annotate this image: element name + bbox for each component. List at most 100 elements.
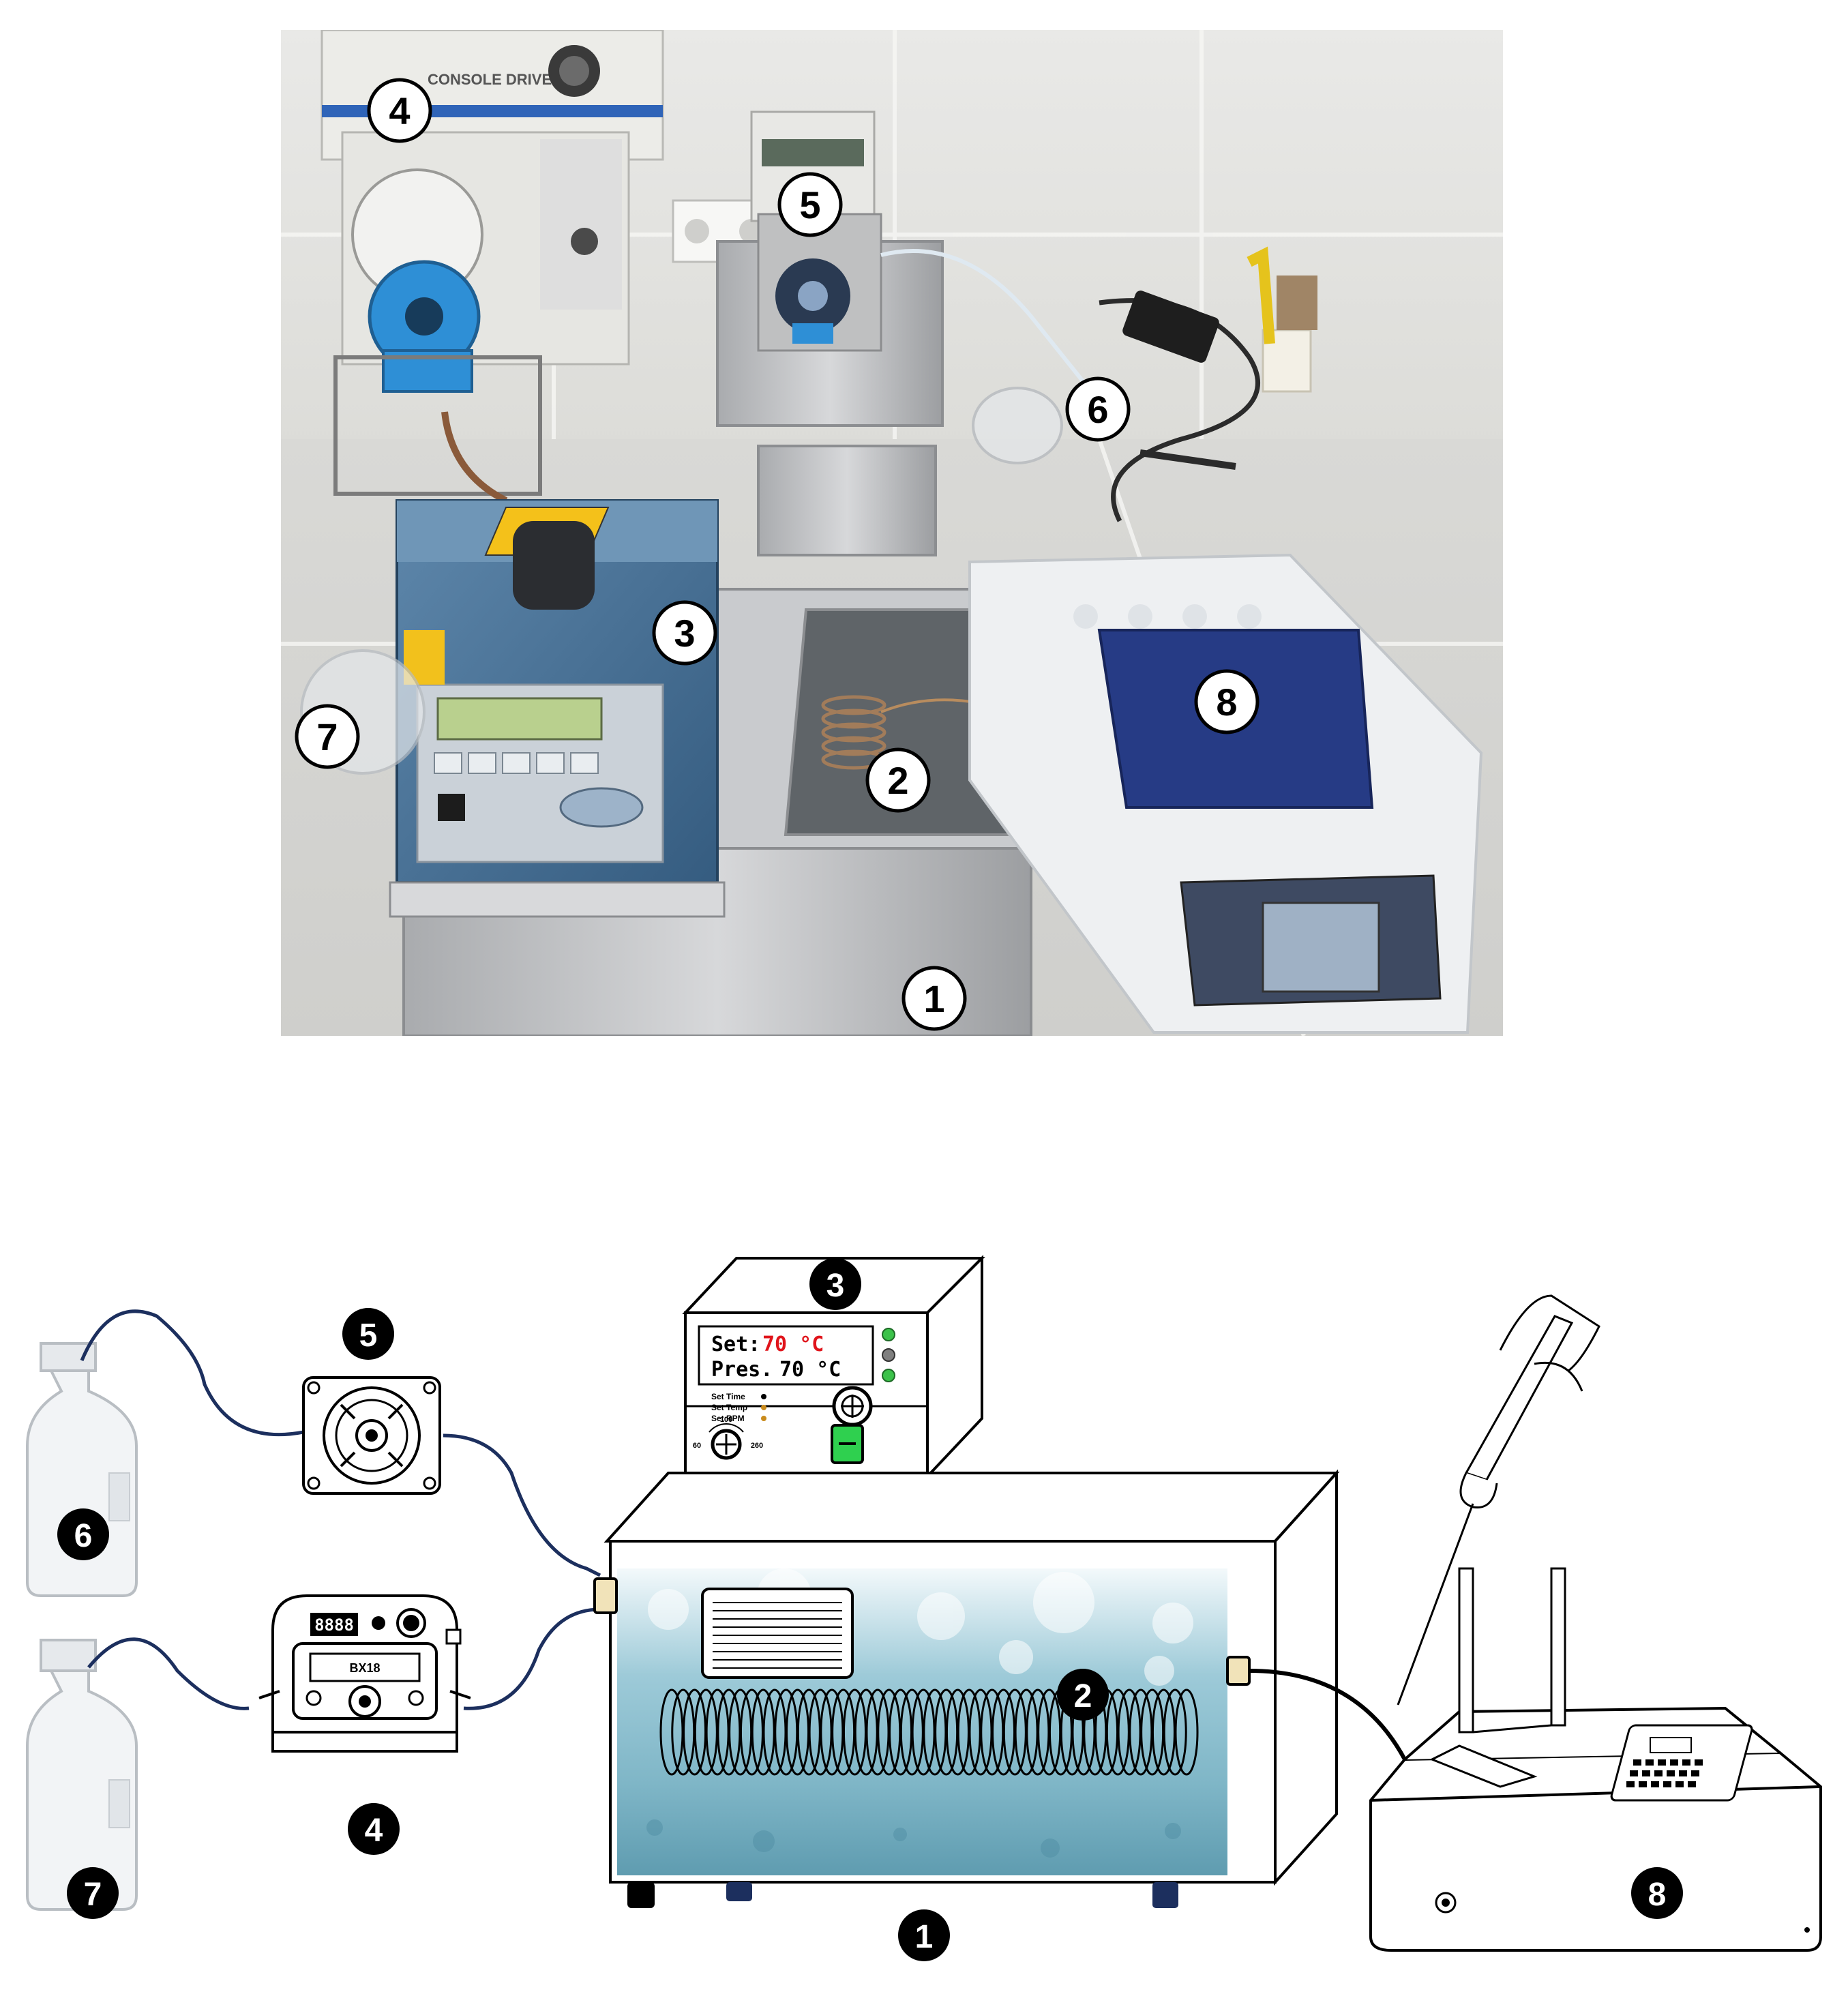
- status-led-green-1: [882, 1328, 895, 1341]
- bath-foot-2: [726, 1882, 752, 1901]
- spectrophotometer: [1369, 1567, 1822, 1952]
- coil-turn: [911, 1688, 936, 1776]
- photo-label-4: 4: [367, 78, 432, 143]
- dial-min-label: 60: [693, 1442, 701, 1450]
- bath-inlet-fitting: [593, 1577, 618, 1614]
- coil-turn: [842, 1688, 867, 1776]
- svg-text:3: 3: [826, 1268, 845, 1304]
- tube-pump5-to-bath: [443, 1433, 601, 1577]
- photo-label-5: 5: [777, 172, 843, 237]
- speed-dial[interactable]: [709, 1423, 744, 1460]
- pump-4-model: BX18: [349, 1661, 380, 1675]
- pres-label: Pres.: [711, 1358, 773, 1382]
- photo-label-8: 8: [1194, 669, 1260, 734]
- dial-max-label: 260: [751, 1442, 763, 1450]
- coil-turn: [1129, 1688, 1153, 1776]
- tube-bottle7-to-pump4: [87, 1637, 250, 1710]
- svg-text:6: 6: [74, 1518, 93, 1554]
- coil-turn: [683, 1688, 707, 1776]
- photo-pump-5: [716, 110, 1088, 556]
- coil-turn: [751, 1688, 775, 1776]
- coil-turn: [671, 1688, 696, 1776]
- photo-thermostat: [300, 499, 726, 918]
- svg-text:6: 6: [1087, 388, 1108, 431]
- schematic-label-3: 3: [809, 1258, 861, 1310]
- svg-text:5: 5: [799, 183, 820, 226]
- reaction-coil: [659, 1688, 1199, 1776]
- coil-turn: [1174, 1688, 1199, 1776]
- schematic-label-8: 8: [1631, 1867, 1683, 1919]
- option-set-temp: Set Temp: [711, 1403, 747, 1412]
- set-value: 70 °C: [762, 1333, 824, 1356]
- pump-4-brand-text: CONSOLE DRIVE: [428, 71, 552, 88]
- pump-4-peristaltic: 8888 BX18: [258, 1594, 471, 1753]
- svg-text:2: 2: [1074, 1678, 1092, 1714]
- reagent-bottle-7: [26, 1639, 138, 1911]
- coil-turn: [865, 1688, 890, 1776]
- svg-text:8: 8: [1216, 681, 1237, 724]
- svg-text:3: 3: [674, 612, 695, 655]
- schematic-label-1: 1: [898, 1909, 950, 1961]
- svg-text:1: 1: [923, 977, 944, 1020]
- svg-text:8: 8: [1648, 1877, 1667, 1913]
- coil-turn: [899, 1688, 924, 1776]
- coil-turn: [1163, 1688, 1187, 1776]
- coil-turn: [728, 1688, 753, 1776]
- coil-turn: [1105, 1688, 1130, 1776]
- bath-heater-element: [701, 1588, 854, 1679]
- coil-turn: [923, 1688, 947, 1776]
- coil-turn: [992, 1688, 1016, 1776]
- svg-text:4: 4: [389, 89, 410, 132]
- pump-5-head: [302, 1376, 441, 1495]
- photo-label-1: 1: [901, 966, 967, 1031]
- coil-turn: [1140, 1688, 1165, 1776]
- coil-turn: [1014, 1688, 1039, 1776]
- dial-mid-label: 100: [720, 1416, 732, 1424]
- set-label: Set:: [711, 1333, 760, 1356]
- coil-turn: [877, 1688, 901, 1776]
- schematic-label-5: 5: [342, 1308, 394, 1360]
- schematic-label-6: 6: [57, 1508, 109, 1560]
- coil-turn: [1026, 1688, 1050, 1776]
- photo-gas-tap: [1247, 246, 1317, 393]
- coil-turn: [774, 1688, 799, 1776]
- coil-turn: [831, 1688, 856, 1776]
- coil-turn: [820, 1688, 844, 1776]
- svg-text:7: 7: [316, 715, 338, 758]
- pres-value: 70 °C: [779, 1358, 841, 1382]
- coil-turn: [945, 1688, 970, 1776]
- svg-text:4: 4: [365, 1813, 383, 1849]
- coil-turn: [1002, 1688, 1027, 1776]
- coil-turn: [694, 1688, 718, 1776]
- pump-4-display: 8888: [314, 1616, 354, 1635]
- svg-text:7: 7: [84, 1877, 102, 1913]
- tube-bottle6-to-pump5: [80, 1309, 304, 1437]
- coil-turn: [762, 1688, 787, 1776]
- coil-turn: [705, 1688, 730, 1776]
- coil-turn: [957, 1688, 981, 1776]
- photo-label-6: 6: [1065, 376, 1131, 442]
- setup-schematic: 8888 BX18 Set: 70 °C Pres. 70 °C Set Tim…: [26, 1255, 1822, 1961]
- bath-outlet-fitting: [1226, 1656, 1251, 1686]
- svg-text:2: 2: [887, 759, 908, 802]
- coil-turn: [796, 1688, 821, 1776]
- schematic-label-2: 2: [1057, 1669, 1109, 1721]
- controller-select-knob[interactable]: [832, 1386, 873, 1427]
- coil-turn: [1117, 1688, 1142, 1776]
- status-led-grey: [882, 1348, 895, 1362]
- coil-turn: [980, 1688, 1004, 1776]
- photo-reaction-coil: [821, 695, 886, 770]
- water-bath: [593, 1469, 1340, 1908]
- controller-lcd: [698, 1325, 874, 1386]
- coil-turn: [1037, 1688, 1062, 1776]
- coil-turn: [1151, 1688, 1176, 1776]
- reagent-bottle-6: [26, 1342, 138, 1597]
- svg-text:5: 5: [359, 1318, 378, 1354]
- svg-text:1: 1: [915, 1919, 934, 1955]
- schematic-label-7: 7: [67, 1867, 119, 1919]
- option-set-time: Set Time: [711, 1392, 745, 1401]
- coil-turn: [786, 1688, 810, 1776]
- bath-foot-1: [627, 1882, 655, 1908]
- setup-photograph: CONSOLE DRIVE: [281, 30, 1503, 1036]
- coil-turn: [659, 1688, 684, 1776]
